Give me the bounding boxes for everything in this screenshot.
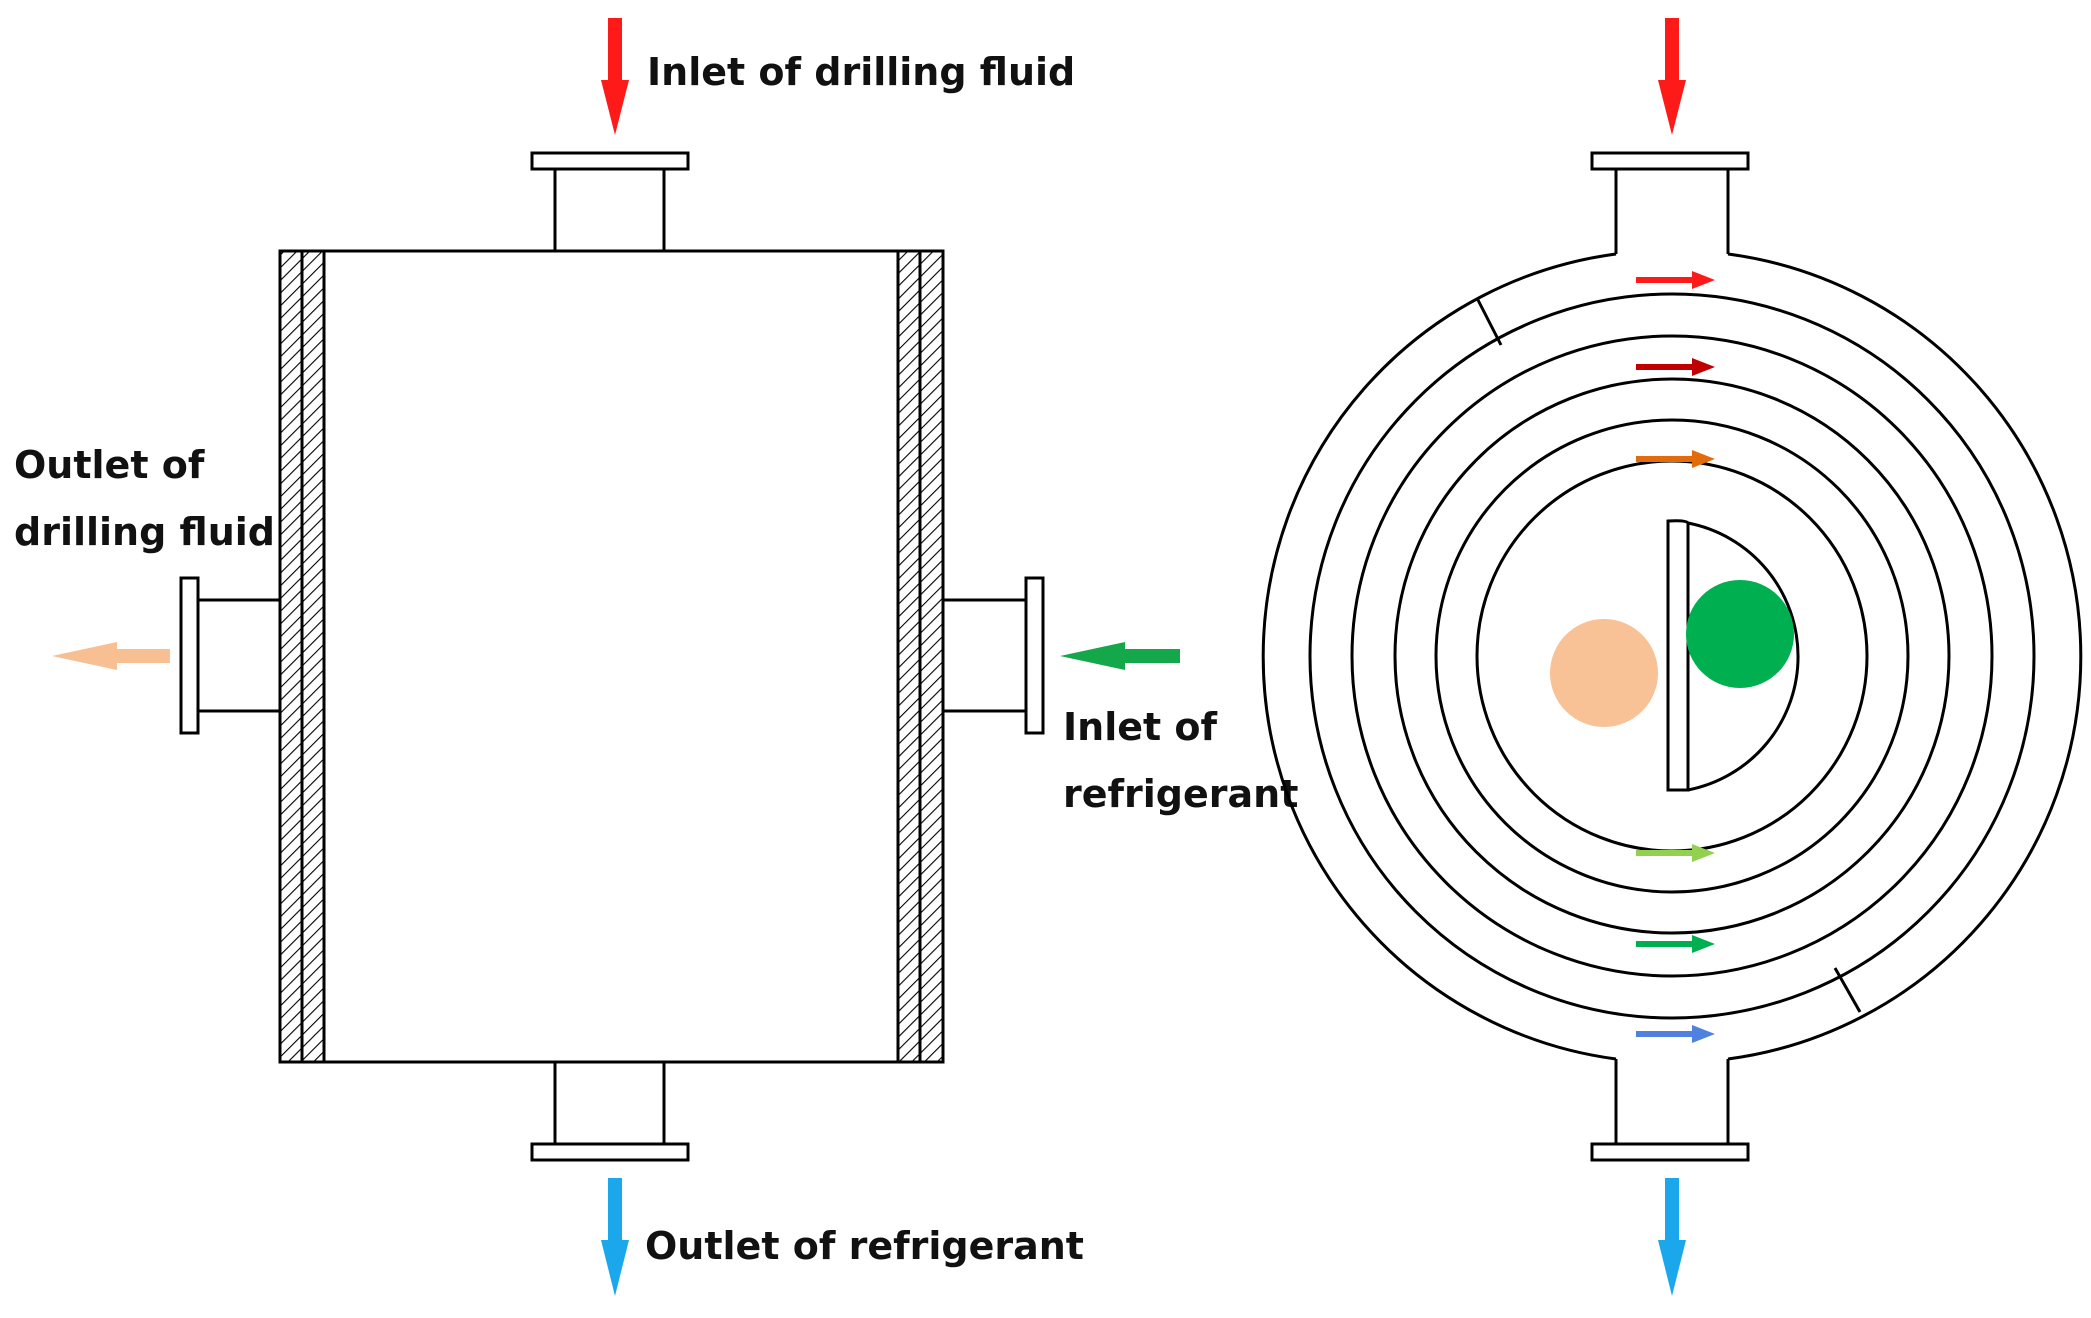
spiral-wall-3 bbox=[1393, 377, 1951, 935]
bottom-nozzle-flange bbox=[530, 1142, 690, 1162]
outer-shell-left bbox=[1261, 252, 1617, 1061]
outlet-drilling-fluid-arrow-icon bbox=[52, 642, 170, 670]
outlet-drilling-fluid-label-line1: Outlet of bbox=[14, 443, 205, 487]
section-bottom-flange bbox=[1590, 1142, 1750, 1162]
cross-section-view bbox=[1261, 151, 2083, 1162]
drilling-fluid-chamber bbox=[1550, 619, 1658, 727]
spiral-wall-1 bbox=[1308, 292, 2036, 1020]
left-wall-outer-hatch bbox=[278, 249, 304, 1064]
center-partition bbox=[1666, 519, 1690, 792]
inlet-refrigerant-label-line1: Inlet of bbox=[1063, 705, 1217, 749]
refrigerant-chamber bbox=[1686, 580, 1794, 688]
channel-arrow-6-icon bbox=[1636, 1025, 1715, 1043]
channel-arrow-4-icon bbox=[1636, 844, 1715, 862]
section-top-flange bbox=[1590, 151, 1750, 171]
side-view bbox=[179, 151, 1045, 1162]
channel-arrow-3-icon bbox=[1636, 450, 1715, 468]
right-wall-inner-hatch bbox=[896, 249, 922, 1064]
spiral-wall-4 bbox=[1434, 418, 1910, 894]
top-baffle bbox=[1476, 299, 1503, 346]
inlet-drilling-fluid-arrow-icon bbox=[601, 18, 629, 135]
channel-flow-arrows bbox=[1636, 271, 1715, 1043]
left-wall-inner-hatch bbox=[300, 249, 326, 1064]
right-nozzle-flange bbox=[1024, 576, 1045, 735]
bottom-baffle bbox=[1833, 967, 1862, 1013]
outer-shell bbox=[1727, 252, 2083, 1061]
cross-section-arrows bbox=[1658, 18, 1686, 1296]
section-outlet-arrow-icon bbox=[1658, 1178, 1686, 1296]
side-view-labels: Inlet of drilling fluid Outlet of drilli… bbox=[14, 50, 1298, 1268]
spiral-wall-2 bbox=[1350, 334, 1994, 978]
inlet-refrigerant-arrow-icon bbox=[1060, 642, 1180, 670]
channel-arrow-1-icon bbox=[1636, 271, 1715, 289]
outlet-drilling-fluid-label-line2: drilling fluid bbox=[14, 510, 275, 554]
section-inlet-arrow-icon bbox=[1658, 18, 1686, 135]
top-nozzle-flange bbox=[530, 151, 690, 171]
outlet-refrigerant-label: Outlet of refrigerant bbox=[645, 1224, 1084, 1268]
right-wall-outer-hatch bbox=[918, 249, 945, 1064]
channel-arrow-2-icon bbox=[1636, 358, 1715, 376]
center-half-chamber bbox=[1687, 521, 1800, 792]
inlet-drilling-fluid-label: Inlet of drilling fluid bbox=[647, 50, 1075, 94]
vessel-body bbox=[278, 249, 945, 1064]
left-nozzle-flange bbox=[179, 576, 200, 735]
channel-arrow-5-icon bbox=[1636, 935, 1715, 953]
inlet-refrigerant-label-line2: refrigerant bbox=[1063, 772, 1298, 816]
outlet-refrigerant-arrow-icon bbox=[601, 1178, 629, 1296]
side-view-arrows bbox=[52, 18, 1180, 1296]
